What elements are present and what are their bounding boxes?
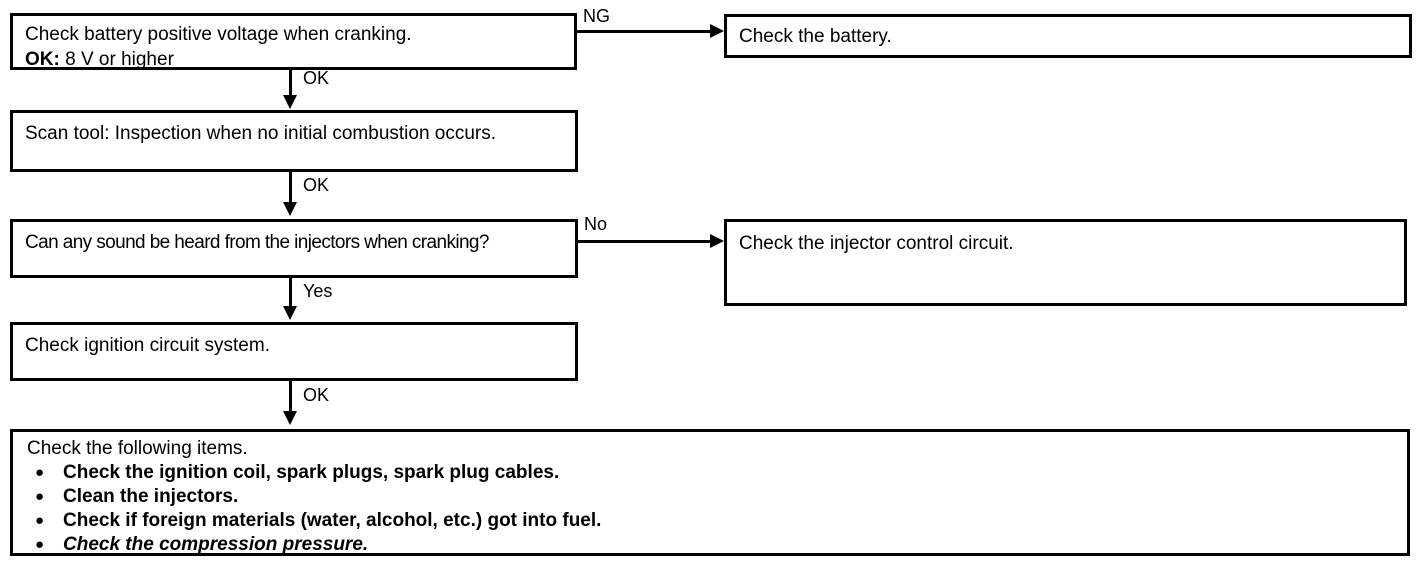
edge-no-arrowhead — [710, 234, 724, 248]
following-items-list: ● Check the ignition coil, spark plugs, … — [27, 461, 601, 557]
edge-ok3-arrowhead — [283, 411, 297, 425]
edge-label-ok-3: OK — [303, 385, 330, 405]
edge-yes-line — [289, 278, 292, 308]
battery-voltage-line1: Check battery positive voltage when cran… — [25, 24, 412, 45]
list-item-label: Check the ignition coil, spark plugs, sp… — [63, 462, 560, 483]
edge-label-ok-1: OK — [303, 68, 330, 88]
box-injector-control-circuit-text: Check the injector control circuit. — [739, 233, 1014, 254]
list-item-label: Clean the injectors. — [63, 486, 239, 507]
list-item: ● Clean the injectors. — [27, 485, 601, 509]
edge-label-yes: Yes — [303, 281, 333, 301]
following-items-heading: Check the following items. — [27, 438, 248, 459]
box-injector-sound-question: Can any sound be heard from the injector… — [10, 219, 578, 278]
bullet-icon: ● — [35, 488, 45, 505]
edge-ok2-line — [289, 172, 292, 204]
battery-voltage-ok-line: OK: 8 V or higher — [25, 47, 412, 72]
edge-ok1-arrowhead — [283, 95, 297, 109]
list-item: ● Check if foreign materials (water, alc… — [27, 509, 601, 533]
box-injector-control-circuit: Check the injector control circuit. — [724, 219, 1407, 306]
box-check-battery-text: Check the battery. — [739, 26, 892, 47]
box-battery-voltage-text: Check battery positive voltage when cran… — [25, 22, 412, 72]
list-item-label: Check the compression pressure. — [63, 534, 369, 555]
box-injector-sound-text: Can any sound be heard from the injector… — [25, 232, 489, 253]
list-item-label: Check if foreign materials (water, alcoh… — [63, 510, 602, 531]
bullet-icon: ● — [35, 464, 45, 481]
box-following-items: Check the following items. ● Check the i… — [10, 429, 1410, 556]
box-battery-voltage-check: Check battery positive voltage when cran… — [10, 13, 577, 70]
list-item: ● Check the compression pressure. — [27, 533, 601, 557]
box-scan-tool: Scan tool: Inspection when no initial co… — [10, 110, 578, 172]
box-ignition-circuit-text: Check ignition circuit system. — [25, 335, 270, 356]
edge-ok2-arrowhead — [283, 202, 297, 216]
ok-value: 8 V or higher — [59, 49, 174, 70]
edge-ng-line — [577, 30, 712, 33]
edge-ng-arrowhead — [710, 24, 724, 38]
box-scan-tool-text: Scan tool: Inspection when no initial co… — [25, 123, 497, 144]
edge-yes-arrowhead — [283, 306, 297, 320]
following-items-content: Check the following items. ● Check the i… — [27, 437, 601, 557]
edge-ok1-line — [289, 70, 292, 97]
bullet-icon: ● — [35, 512, 45, 529]
bullet-icon: ● — [35, 536, 45, 553]
box-check-battery: Check the battery. — [724, 14, 1412, 58]
box-ignition-circuit: Check ignition circuit system. — [10, 322, 578, 381]
ok-prefix: OK: — [25, 49, 60, 70]
list-item: ● Check the ignition coil, spark plugs, … — [27, 461, 601, 485]
edge-label-ng: NG — [583, 6, 610, 26]
edge-label-no: No — [584, 214, 608, 234]
edge-ok3-line — [289, 381, 292, 413]
edge-no-line — [578, 240, 712, 243]
edge-label-ok-2: OK — [303, 175, 330, 195]
